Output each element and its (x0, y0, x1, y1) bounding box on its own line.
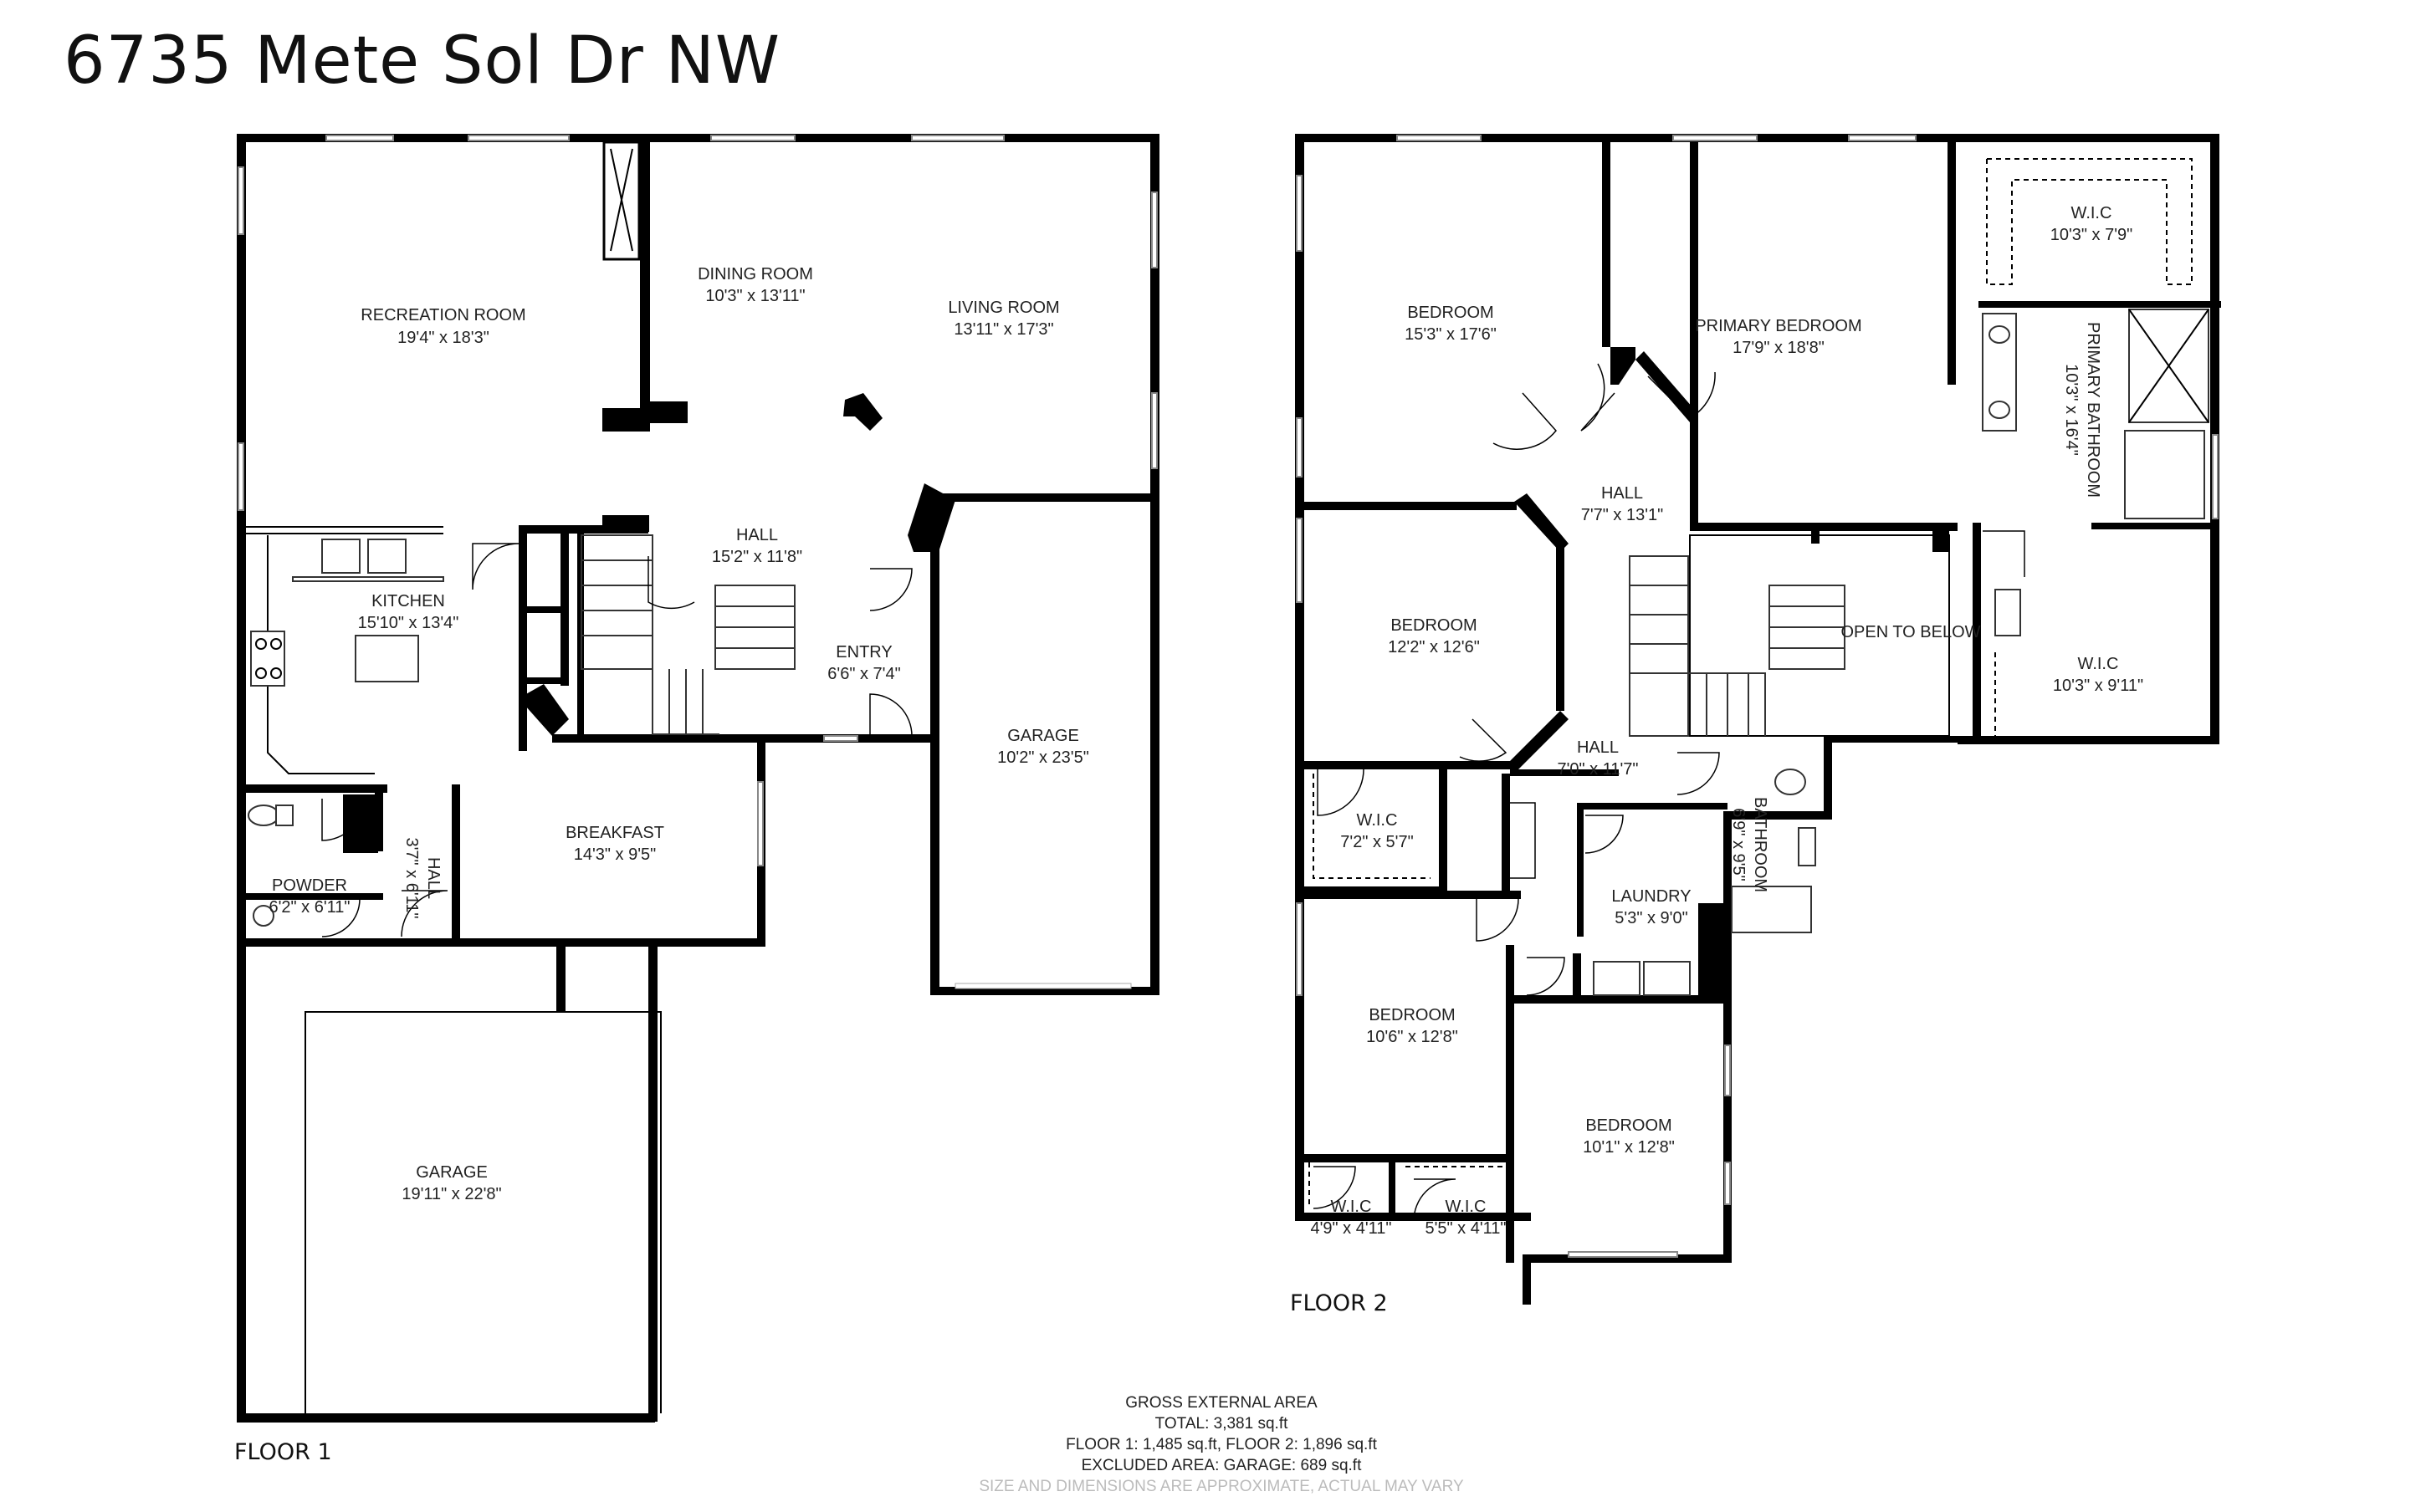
room-dims: 19'4" x 18'3" (397, 329, 489, 347)
room-name: BATHROOM (1751, 797, 1769, 892)
room-dims: 10'6" x 12'8" (1366, 1028, 1458, 1046)
room-dims: 6'6" x 7'4" (827, 665, 900, 683)
area-disclaimer: SIZE AND DIMENSIONS ARE APPROXIMATE, ACT… (979, 1478, 1464, 1495)
area-total: TOTAL: 3,381 sq.ft (1154, 1415, 1288, 1433)
room-laundry: LAUNDRY 5'3" x 9'0" (1611, 887, 1691, 927)
room-name: BEDROOM (1369, 1006, 1455, 1024)
room-name: GARAGE (416, 1163, 488, 1182)
room-dims: 15'3" x 17'6" (1405, 325, 1497, 344)
room-name: BEDROOM (1390, 616, 1477, 635)
room-wic-bedroom-3b: W.I.C 5'5" x 4'11" (1425, 1198, 1506, 1238)
room-name: W.I.C (1331, 1198, 1372, 1216)
room-primary-bathroom: PRIMARY BATHROOM 10'3" x 16'4" (2062, 322, 2102, 498)
room-dims: 15'2" x 11'8" (712, 548, 802, 566)
room-name: LIVING ROOM (948, 299, 1059, 317)
room-dims: 3'7" x 6'11" (402, 837, 421, 918)
room-bathroom: BATHROOM 6'9" x 9'5" (1729, 797, 1769, 892)
room-recreation-room: RECREATION ROOM 19'4" x 18'3" (361, 306, 525, 347)
room-name: OPEN TO BELOW (1840, 623, 1980, 641)
room-name: BREAKFAST (566, 824, 664, 842)
area-excluded: EXCLUDED AREA: GARAGE: 689 sq.ft (1081, 1457, 1362, 1474)
room-dims: 7'0" x 11'7" (1557, 760, 1638, 779)
area-heading: GROSS EXTERNAL AREA (1125, 1394, 1318, 1412)
room-garage-small: GARAGE 10'2" x 23'5" (997, 727, 1089, 767)
area-summary: GROSS EXTERNAL AREA TOTAL: 3,381 sq.ft F… (920, 1392, 1523, 1497)
room-dims: 6'9" x 9'5" (1729, 808, 1748, 881)
room-dims: 7'2" x 5'7" (1340, 833, 1413, 851)
room-bedroom-3: BEDROOM 10'6" x 12'8" (1366, 1006, 1458, 1046)
room-name: LAUNDRY (1611, 887, 1691, 906)
open-to-below: OPEN TO BELOW (1840, 623, 1980, 641)
room-dims: 6'2" x 6'11" (269, 898, 350, 917)
room-wic-bedroom-3a: W.I.C 4'9" x 4'11" (1310, 1198, 1391, 1238)
room-kitchen: KITCHEN 15'10" x 13'4" (358, 592, 459, 632)
room-name: W.I.C (2071, 204, 2112, 222)
room-garage-large: GARAGE 19'11" x 22'8" (402, 1163, 501, 1203)
room-primary-bedroom: PRIMARY BEDROOM 17'9" x 18'8" (1695, 317, 1861, 357)
room-dims: 19'11" x 22'8" (402, 1185, 501, 1203)
floor-1-label: FLOOR 1 (234, 1439, 332, 1465)
area-floors: FLOOR 1: 1,485 sq.ft, FLOOR 2: 1,896 sq.… (1066, 1436, 1377, 1453)
room-name: GARAGE (1007, 727, 1079, 745)
floor-2-label: FLOOR 2 (1290, 1290, 1388, 1316)
room-name: KITCHEN (371, 592, 445, 610)
room-name: HALL (1577, 738, 1619, 757)
room-dims: 12'2" x 12'6" (1388, 638, 1480, 656)
room-dims: 17'9" x 18'8" (1733, 339, 1825, 357)
room-hall-lower: HALL 7'0" x 11'7" (1557, 738, 1638, 779)
room-name: W.I.C (1446, 1198, 1487, 1216)
room-bedroom-2: BEDROOM 12'2" x 12'6" (1388, 616, 1480, 656)
room-hall: HALL 15'2" x 11'8" (712, 526, 802, 566)
room-dims: 14'3" x 9'5" (574, 845, 657, 864)
room-name: HALL (424, 857, 443, 899)
room-wic-large: W.I.C 10'3" x 9'11" (2053, 655, 2143, 695)
room-hall-small: HALL 3'7" x 6'11" (402, 837, 443, 918)
room-dims: 13'11" x 17'3" (954, 320, 1053, 339)
room-entry: ENTRY 6'6" x 7'4" (827, 643, 900, 683)
room-dims: 10'3" x 13'11" (705, 287, 805, 305)
room-name: PRIMARY BATHROOM (2084, 322, 2102, 498)
room-powder: POWDER 6'2" x 6'11" (269, 876, 350, 917)
room-dining-room: DINING ROOM 10'3" x 13'11" (698, 265, 813, 305)
room-breakfast: BREAKFAST 14'3" x 9'5" (566, 824, 664, 864)
room-dims: 10'3" x 7'9" (2050, 226, 2133, 244)
room-dims: 7'7" x 13'1" (1581, 506, 1664, 524)
room-dims: 5'3" x 9'0" (1615, 909, 1687, 927)
room-name: RECREATION ROOM (361, 306, 525, 324)
floor-1-plan (237, 134, 1159, 1423)
room-dims: 5'5" x 4'11" (1425, 1219, 1506, 1238)
room-dims: 10'3" x 9'11" (2053, 677, 2143, 695)
room-dims: 15'10" x 13'4" (358, 614, 459, 632)
room-dims: 10'1" x 12'8" (1583, 1138, 1675, 1157)
room-name: POWDER (272, 876, 347, 895)
room-dims: 10'3" x 16'4" (2062, 364, 2081, 456)
room-name: W.I.C (2078, 655, 2119, 673)
room-bedroom-1: BEDROOM 15'3" x 17'6" (1405, 304, 1497, 344)
room-name: W.I.C (1357, 811, 1398, 830)
room-name: PRIMARY BEDROOM (1695, 317, 1861, 335)
floor-2-plan (1295, 134, 2221, 1305)
room-name: HALL (736, 526, 778, 544)
room-name: BEDROOM (1407, 304, 1493, 322)
room-hall-upper: HALL 7'7" x 13'1" (1581, 484, 1664, 524)
room-name: DINING ROOM (698, 265, 813, 284)
room-living-room: LIVING ROOM 13'11" x 17'3" (948, 299, 1059, 339)
room-bedroom-4: BEDROOM 10'1" x 12'8" (1583, 1116, 1675, 1157)
page-title: 6735 Mete Sol Dr NW (64, 23, 781, 99)
room-wic-bedroom-2: W.I.C 7'2" x 5'7" (1340, 811, 1413, 851)
room-name: BEDROOM (1585, 1116, 1671, 1135)
room-name: ENTRY (836, 643, 892, 662)
room-dims: 4'9" x 4'11" (1310, 1219, 1391, 1238)
room-wic-primary: W.I.C 10'3" x 7'9" (2050, 204, 2133, 244)
room-name: HALL (1601, 484, 1643, 503)
room-dims: 10'2" x 23'5" (997, 748, 1089, 767)
